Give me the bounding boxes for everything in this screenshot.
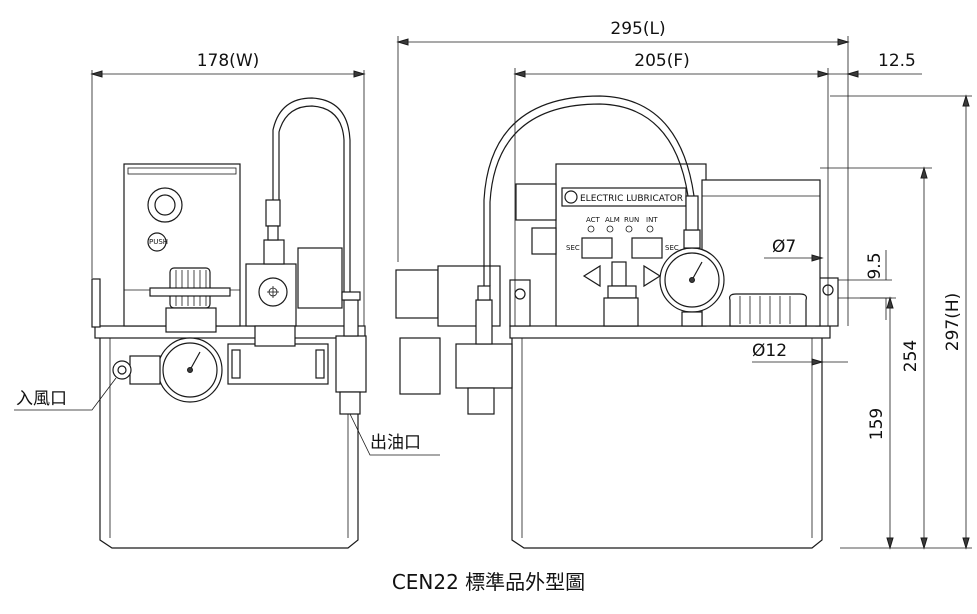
indicator-alm: ALM — [605, 216, 620, 224]
dim-offset: 12.5 — [878, 51, 916, 71]
indicator-int: INT — [646, 216, 658, 224]
panel-brand: ELECTRIC LUBRICATOR — [580, 194, 683, 204]
front-view: ELECTRIC LUBRICATOR ACT ALM RUN INT SEC … — [395, 19, 972, 550]
dim-hole-large: Ø12 — [752, 341, 787, 361]
drawing-caption: CEN22 標準品外型圖 — [391, 570, 586, 594]
dim-height-low: 159 — [867, 408, 887, 440]
sec-right: SEC — [665, 244, 679, 252]
sec-left: SEC — [566, 244, 580, 252]
indicator-run: RUN — [624, 216, 639, 224]
dim-length: 295(L) — [610, 19, 665, 39]
dim-hole-small-offset: 9.5 — [865, 252, 885, 279]
label-air-inlet: 入風口 — [16, 389, 67, 409]
label-oil-outlet: 出油口 — [370, 433, 421, 453]
dim-width: 178(W) — [197, 51, 260, 71]
dim-front: 205(F) — [634, 51, 690, 71]
side-view: PUSH — [14, 51, 440, 549]
indicator-act: ACT — [586, 216, 601, 224]
dim-height-total: 297(H) — [943, 293, 963, 352]
dim-hole-small: Ø7 — [772, 237, 796, 257]
svg-text:PUSH: PUSH — [149, 238, 168, 246]
dim-height-mid: 254 — [901, 340, 921, 372]
